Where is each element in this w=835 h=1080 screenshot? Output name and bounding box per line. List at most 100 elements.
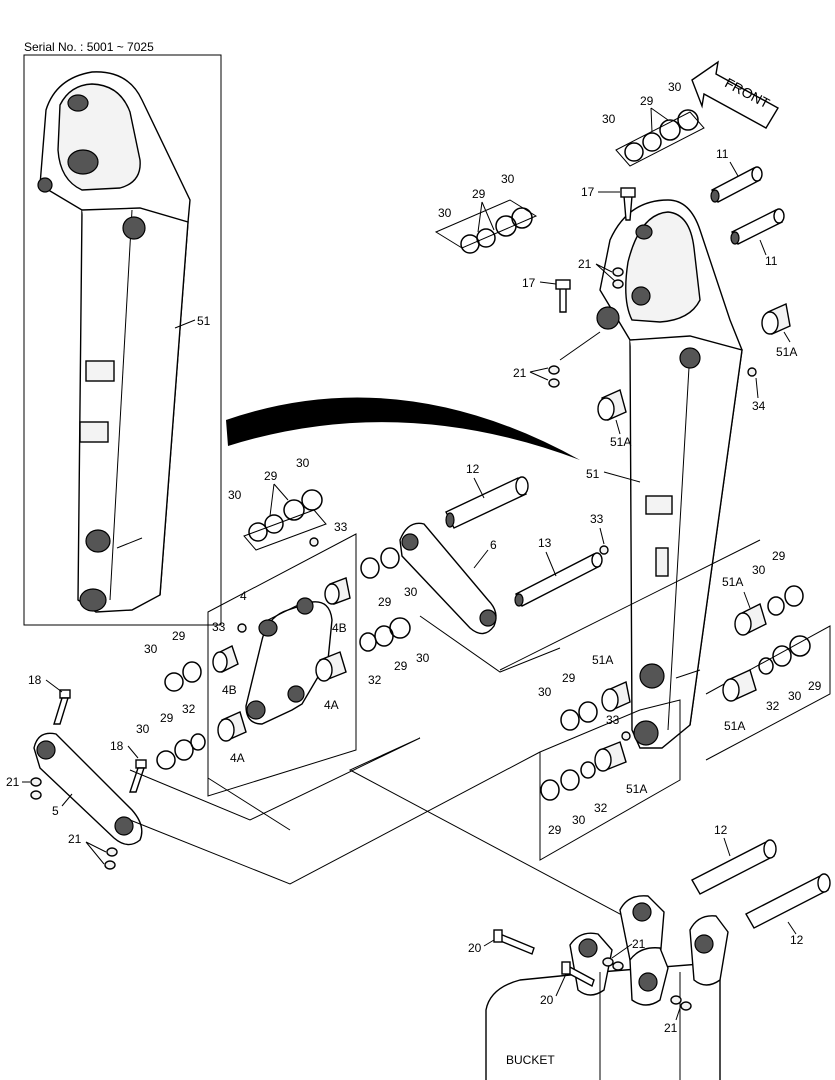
callout-11-b: 11	[765, 254, 778, 268]
callout-20-b: 20	[540, 993, 554, 1007]
callout-32-c: 32	[766, 699, 780, 713]
bolt-17-mid	[555, 279, 571, 313]
shim-stack-link-lower	[359, 617, 411, 652]
callout-30-n: 30	[572, 813, 586, 827]
callout-21-top: 21	[578, 257, 592, 271]
inset-frame	[23, 54, 222, 626]
callout-6: 6	[490, 538, 497, 552]
bushing-4B-right	[324, 577, 351, 605]
callout-4: 4	[240, 589, 247, 603]
callout-21-b2: 21	[664, 1021, 678, 1035]
callout-33-b: 33	[590, 512, 604, 526]
bushing-4A-right	[315, 651, 347, 682]
callout-13: 13	[538, 536, 552, 550]
callout-29-j: 29	[160, 711, 174, 725]
bolt-17-top	[620, 187, 636, 221]
pin-11-upper	[710, 166, 763, 203]
bushing-4B-left	[212, 645, 239, 673]
arm-inset-illustration	[37, 71, 191, 613]
callout-29-g: 29	[394, 659, 408, 673]
callout-11-a: 11	[716, 147, 729, 161]
callout-30-b: 30	[668, 80, 682, 94]
serial-number-text: Serial No. : 5001 ~ 7025	[24, 40, 154, 54]
pin-12-bottom-lower	[745, 873, 831, 929]
shim-stack-bracket-left-upper	[164, 661, 202, 692]
callout-51A-f: 51A	[626, 782, 647, 796]
callout-4A-a: 4A	[230, 751, 245, 765]
callout-12-mid: 12	[466, 462, 480, 476]
bucket-label: BUCKET	[506, 1053, 555, 1067]
callout-30-i: 30	[144, 642, 158, 656]
shim-stack-link-upper	[360, 547, 400, 579]
callout-30-d: 30	[501, 172, 515, 186]
callout-21-mid: 21	[513, 366, 527, 380]
callout-34: 34	[752, 399, 766, 413]
callout-51-main: 51	[586, 467, 600, 481]
callout-51A-c: 51A	[722, 575, 743, 589]
shim-stack-lower-lower	[540, 761, 596, 801]
callout-12-bottom-2: 12	[790, 933, 804, 947]
callout-29-l: 29	[562, 671, 576, 685]
bushing-4A-left	[217, 711, 247, 742]
callout-29-f: 29	[378, 595, 392, 609]
callout-4B-b: 4B	[332, 621, 347, 635]
callout-51A-d: 51A	[592, 653, 613, 667]
arm-main-illustration	[596, 199, 743, 749]
callout-30-k: 30	[752, 563, 766, 577]
shim-stack-top-right	[624, 109, 699, 162]
callout-30-e: 30	[228, 488, 242, 502]
callout-29-m: 29	[808, 679, 822, 693]
callout-29-c: 29	[472, 187, 486, 201]
callout-32-b: 32	[182, 702, 196, 716]
callout-29-e: 29	[264, 469, 278, 483]
callout-29-n: 29	[548, 823, 562, 837]
pin-11-lower	[730, 208, 785, 245]
callout-30-h: 30	[416, 651, 430, 665]
callout-51A-a: 51A	[776, 345, 797, 359]
callout-51A-e: 51A	[724, 719, 745, 733]
callout-51-inset: 51	[197, 314, 211, 328]
callout-20-a: 20	[468, 941, 482, 955]
callout-33-c: 33	[212, 620, 226, 634]
callout-21-l2: 21	[68, 832, 82, 846]
callout-32-d: 32	[594, 801, 608, 815]
link-5	[33, 732, 143, 846]
connection-arc	[226, 397, 580, 460]
bushing-51A-upper-right	[761, 302, 791, 336]
bolt-18-left	[53, 689, 71, 725]
callout-21-b1: 21	[632, 937, 646, 951]
pin-12-middle	[445, 476, 529, 529]
shim-stack-top-left	[460, 207, 533, 254]
callout-4B-a: 4B	[222, 683, 237, 697]
callout-33-a: 33	[334, 520, 348, 534]
front-direction-arrow-icon: FRONT	[691, 60, 779, 129]
bushing-51A-right-upper	[734, 603, 767, 636]
callout-29-i: 29	[172, 629, 186, 643]
bushing-51A-lower-upper	[601, 681, 631, 712]
callout-30-f: 30	[296, 456, 310, 470]
shim-stack-bracket-top	[248, 489, 323, 542]
callout-12-bottom: 12	[714, 823, 728, 837]
callout-33-d: 33	[606, 713, 620, 727]
callout-29-a: 29	[640, 94, 654, 108]
callout-4A-b: 4A	[324, 698, 339, 712]
shim-stack-bracket-left-lower	[156, 733, 206, 770]
bushing-51A-right-lower	[722, 669, 757, 702]
shim-stack-right-lower	[758, 635, 811, 675]
callout-29-k: 29	[772, 549, 786, 563]
callout-30-m: 30	[788, 689, 802, 703]
callout-21-l1: 21	[6, 775, 20, 789]
callout-18-b: 18	[110, 739, 124, 753]
callout-51A-b: 51A	[610, 435, 631, 449]
bracket-4	[245, 597, 333, 725]
callout-5: 5	[52, 804, 59, 818]
callout-30-l: 30	[538, 685, 552, 699]
pin-12-bottom-upper	[691, 839, 777, 895]
bolt-20-upper	[493, 929, 535, 955]
shim-stack-lower-upper	[560, 701, 598, 731]
callout-18-a: 18	[28, 673, 42, 687]
callout-30-a: 30	[602, 112, 616, 126]
callout-30-g: 30	[404, 585, 418, 599]
shim-stack-right-upper	[767, 585, 804, 616]
callout-30-j: 30	[136, 722, 150, 736]
